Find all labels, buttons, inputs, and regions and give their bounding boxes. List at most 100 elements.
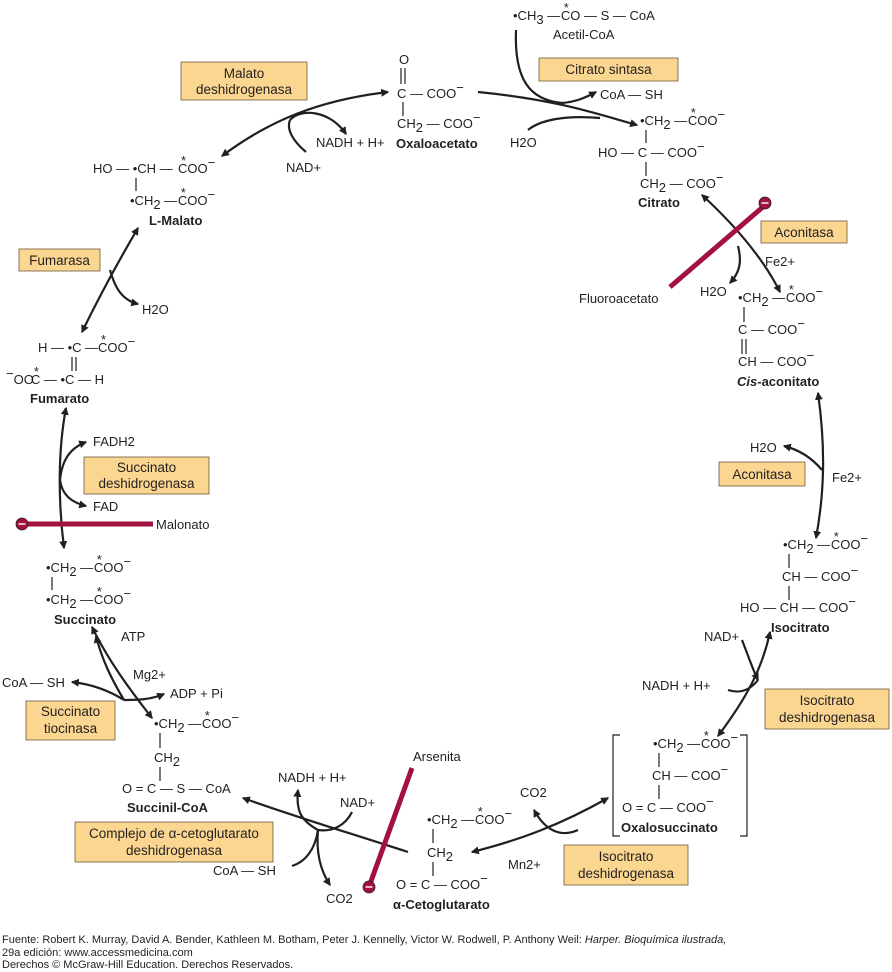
h2o-label-citrato: H2O (510, 135, 537, 150)
citrato-line2: HO — C — COO− (598, 139, 705, 160)
malato-dh-line1: Malato (224, 66, 265, 81)
succinato-tiocinasa-line2: tiocinasa (44, 721, 98, 736)
succinato-line1: •CH2 — *COO− (46, 552, 131, 579)
nad-label-malato: NAD+ (286, 160, 321, 175)
arrow-nad-isocitrato (740, 639, 759, 682)
arrow-oxaloacetato-citrato (477, 90, 639, 128)
enzyme-aconitasa-1: Aconitasa (760, 220, 848, 244)
fad-label: FAD (93, 499, 118, 514)
arrow-adp-in (123, 692, 166, 702)
aconitasa-label-1: Aconitasa (774, 225, 834, 240)
nad-label-isocitrato: NAD+ (704, 629, 739, 644)
fadh2-label: FADH2 (93, 434, 135, 449)
cetoglutarato-label: α-Cetoglutarato (393, 897, 490, 912)
isocitrato-line3: HO — CH — COO− (740, 594, 856, 615)
cetoglutarato-line2: CH2 (427, 845, 453, 864)
arrow-h2o-aconitasa-2 (782, 443, 823, 471)
fumarato-coo-top: *COO− (98, 332, 135, 355)
arrow-cis-aconitato-isocitrato (813, 391, 825, 540)
oxaloacetato-c-coo: C — COO− (397, 80, 464, 101)
isocitrato-label: Isocitrato (771, 620, 830, 635)
arrow-atp-out (93, 634, 125, 701)
oxaloacetato-label: Oxaloacetato (396, 136, 478, 151)
co2-label-cetoglutarato: CO2 (326, 891, 353, 906)
isocitrato-dh-1-line1: Isocitrato (800, 693, 855, 708)
nad-label-cetoglutarato: NAD+ (340, 795, 375, 810)
enzyme-labels: Citrato sintasa Aconitasa Aconitasa Isoc… (18, 57, 890, 886)
citrato-label: Citrato (638, 195, 680, 210)
cofactor-labels: CoA — SH H2O Fe2+ H2O H2O Fe2+ NAD+ NADH… (2, 87, 862, 906)
structure-malato: HO — •CH — *COO− •CH2 — *COO− L-Malato (93, 153, 215, 228)
h2o-label-fumarasa: H2O (142, 302, 169, 317)
succinil-coa-line1: •CH2 — *COO− (154, 708, 239, 735)
coash-label-succinil: CoA — SH (2, 675, 65, 690)
footer-book-title: Harper. Bioquímica ilustrada, (584, 934, 727, 946)
oxaloacetato-ch2-coo: CH2 — COO− (397, 110, 480, 135)
malato-line1: HO — •CH — (93, 161, 173, 176)
succinato-dh-line1: Succinato (117, 460, 176, 475)
atp-label: ATP (121, 629, 145, 644)
coash-label-cetoglutarato: CoA — SH (213, 863, 276, 878)
cis-aconitato-line3: CH — COO− (738, 348, 814, 369)
enzyme-fumarasa: Fumarasa (18, 248, 101, 272)
h2o-label-aconitasa: H2O (700, 284, 727, 299)
arrow-nad-malato (287, 119, 307, 153)
inhibitor-malonato: Malonato (15, 517, 209, 532)
source-footer: Fuente: Robert K. Murray, David A. Bende… (2, 934, 890, 972)
arrow-oxalosuccinato-cetoglutarato (470, 797, 610, 855)
structure-succinil-coa: •CH2 — *COO− CH2 O = C — S — CoA Succini… (122, 708, 239, 815)
succinato-dh-line2: deshidrogenasa (98, 476, 195, 491)
co2-label-oxalosuccinato: CO2 (520, 785, 547, 800)
nadh-label-malato: NADH + H+ (316, 135, 385, 150)
cis-aconitato-label: Cis-aconitato (737, 374, 819, 389)
arrow-co2-out (533, 808, 579, 835)
enzyme-malato-dh: Malato deshidrogenasa (180, 61, 308, 101)
arrow-co2-out-cetoglutarato (316, 829, 331, 886)
arrow-fumarato-malato (81, 226, 139, 334)
enzyme-succinato-dh: Succinato deshidrogenasa (83, 456, 210, 495)
cetoglutarato-line1: •CH2 — *COO− (427, 804, 512, 831)
arrow-isocitrato-oxalosuccinato (717, 630, 773, 737)
arrow-coash-out (561, 91, 598, 105)
inhibitor-fluoroacetato: Fluoroacetato (579, 196, 772, 306)
inhibitor-arsenita: Arsenita (362, 749, 461, 894)
fumarato-label: Fumarato (30, 391, 89, 406)
nadh-label-cetoglutarato: NADH + H+ (278, 770, 347, 785)
citrato-sintasa-label: Citrato sintasa (565, 62, 652, 77)
oxalosuccinato-line1: •CH2 — *COO− (653, 728, 738, 755)
enzyme-cetoglutarato-dh: Complejo de α-cetoglutarato deshidrogena… (74, 821, 274, 863)
mg2-label: Mg2+ (133, 667, 166, 682)
arrow-acetil-coa-in (514, 29, 563, 105)
arrow-citrato-cis-aconitato (701, 194, 781, 294)
arrow-h2o-out-aconitasa (729, 245, 741, 284)
h2o-label-aconitasa-2: H2O (750, 440, 777, 455)
fe2-label-2: Fe2+ (832, 470, 862, 485)
malato-coo-top: *COO− (178, 153, 215, 176)
citric-acid-cycle-diagram: Citrato sintasa Aconitasa Aconitasa Isoc… (2, 0, 890, 912)
structure-fumarato: H — •C — *COO− −OO*C — •C — H Fumarato (6, 332, 135, 406)
arrow-malato-oxaloacetato (221, 88, 390, 157)
malato-line2: •CH2 — *COO− (130, 185, 215, 212)
cetoglutarato-dh-line2: deshidrogenasa (126, 843, 223, 858)
malato-label: L-Malato (149, 213, 203, 228)
cis-aconitato-line1: •CH2 — *COO− (738, 282, 823, 309)
arrow-fadh2-out (58, 440, 88, 481)
acetil-coa-formula: •CH3 — *CO — S — CoA (513, 0, 655, 27)
succinato-line2: •CH2 — *COO− (46, 584, 131, 611)
malonato-label: Malonato (156, 517, 209, 532)
isocitrato-dh-2-line1: Isocitrato (599, 849, 654, 864)
isocitrato-line2: CH — COO− (782, 563, 858, 584)
nadh-label-isocitrato: NADH + H+ (642, 678, 711, 693)
arrow-nadh-isocitrato (727, 679, 759, 693)
inhibitors: Fluoroacetato Arsenita Malonato (15, 196, 772, 894)
citrato-line3: CH2 — COO− (640, 170, 723, 195)
arrow-h2o-fumarasa (108, 269, 140, 307)
enzyme-isocitrato-dh-2: Isocitrato deshidrogenasa (563, 844, 689, 886)
arrow-fad-in (58, 479, 88, 509)
structure-cetoglutarato: •CH2 — *COO− CH2 O = C — COO− α-Cetoglut… (393, 804, 512, 912)
structure-acetil-coa: •CH3 — *CO — S — CoA Acetil-CoA (513, 0, 655, 42)
enzyme-succinato-tiocinasa: Succinato tiocinasa (25, 700, 116, 741)
isocitrato-dh-2-line2: deshidrogenasa (578, 866, 675, 881)
aconitasa-label-2: Aconitasa (732, 467, 792, 482)
isocitrato-line1: •CH2 — *COO− (783, 529, 868, 556)
